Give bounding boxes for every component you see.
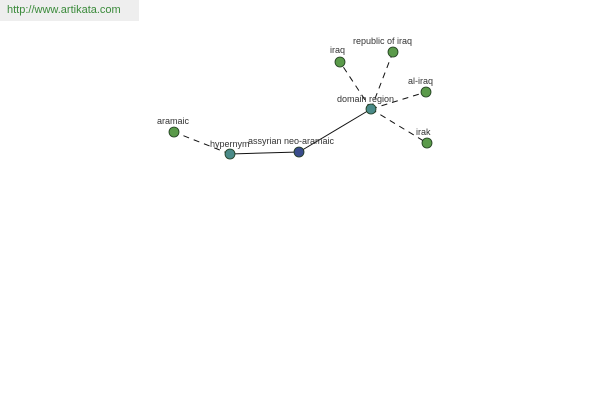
label-al-iraq[interactable]: al-iraq [408, 76, 433, 86]
node-irak[interactable] [421, 137, 433, 149]
label-hypernym[interactable]: hypernym [210, 139, 250, 149]
node-al-iraq[interactable] [420, 86, 432, 98]
node-assyrian-neo-aramaic[interactable] [293, 146, 305, 158]
label-iraq[interactable]: iraq [330, 45, 345, 55]
node-republic-of-iraq[interactable] [387, 46, 399, 58]
label-aramaic[interactable]: aramaic [157, 116, 190, 126]
label-republic-of-iraq[interactable]: republic of iraq [353, 36, 412, 46]
label-domain-region[interactable]: domain region [337, 94, 394, 104]
node-aramaic[interactable] [168, 126, 180, 138]
site-url-link[interactable]: http://www.artikata.com [7, 4, 121, 16]
node-iraq[interactable] [334, 56, 346, 68]
label-assyrian-neo-aramaic[interactable]: assyrian neo-aramaic [248, 136, 335, 146]
url-box: http://www.artikata.com [0, 0, 139, 21]
node-hypernym[interactable] [224, 148, 236, 160]
node-domain-region[interactable] [365, 103, 377, 115]
label-irak[interactable]: irak [416, 127, 431, 137]
edge-domain-region-iraq [339, 61, 372, 110]
edge-domain-region-al-iraq [370, 91, 427, 110]
edge-domain-region-irak [370, 108, 428, 144]
edge-center-hypernym [229, 151, 300, 155]
edge-center-domain-region [298, 108, 372, 153]
